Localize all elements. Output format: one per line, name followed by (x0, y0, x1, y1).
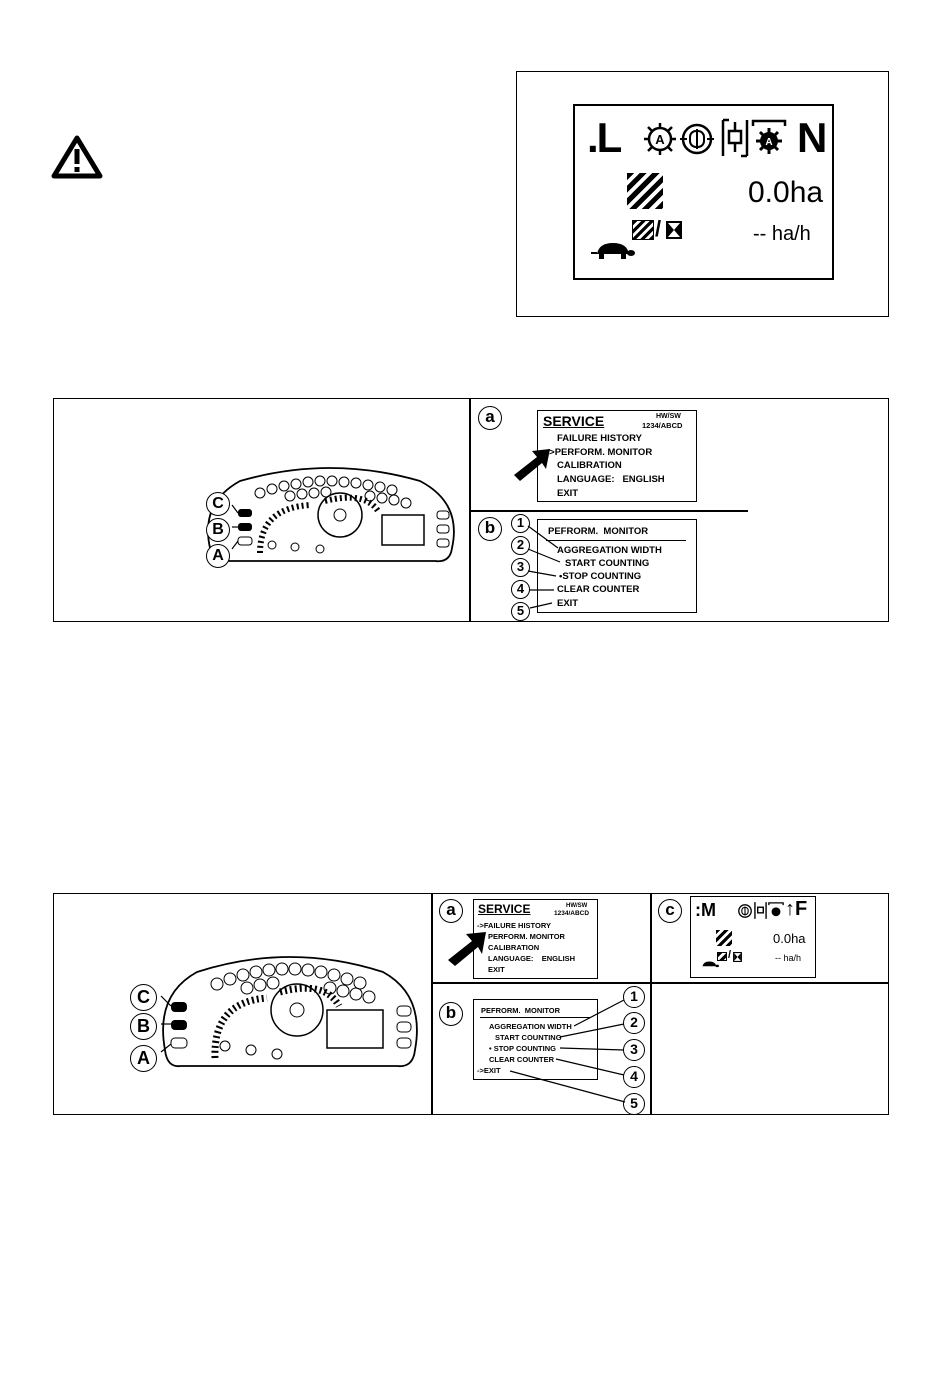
callout-leaders-2 (509, 999, 626, 1103)
rate-value-2: -- ha/h (775, 953, 802, 963)
pto-icon (721, 118, 749, 158)
service-menu-screen: SERVICE HW/SW 1234/ABCD FAILURE HISTORY … (537, 410, 697, 502)
callout-4: 4 (511, 580, 530, 599)
menu-item-failure-history[interactable]: FAILURE HISTORY (557, 433, 642, 444)
pointer-arrow-icon-2 (448, 932, 486, 966)
service-title: SERVICE (543, 413, 605, 429)
auto-pto-icon: A (751, 119, 787, 154)
callout-1: 1 (511, 514, 530, 533)
perform-monitor-title: PEFRORM. MONITOR (548, 526, 649, 537)
button-callout-a-2: A (130, 1045, 157, 1072)
ratio-slash-2: / (728, 949, 732, 961)
menu-item-exit-2[interactable]: EXIT (488, 965, 505, 974)
ratio-slash: / (655, 216, 662, 241)
top-display-frame: .L A (516, 71, 889, 317)
perform-monitor-title-2: PEFRORM. MONITOR (481, 1006, 561, 1015)
callout-5-2: 5 (623, 1093, 645, 1115)
area-hatch-icon (627, 173, 663, 209)
button-callout-c-2: C (130, 984, 157, 1011)
button-callout-c: C (206, 492, 230, 516)
instrument-cluster-2 (160, 956, 418, 1068)
area-value: 0.0ha (748, 176, 824, 209)
callout-2-2: 2 (623, 1012, 645, 1034)
width-ratio-icon (666, 221, 682, 239)
panel1-divider (469, 399, 471, 621)
panel1-hdivider (470, 510, 748, 512)
perform-monitor-screen-2: PEFRORM. MONITOR AGGREGATION WIDTH START… (473, 999, 598, 1080)
auto-pto-icon-2 (768, 902, 784, 917)
panel1-frame (53, 398, 889, 622)
screen-tag-c: c (658, 899, 682, 923)
title-underline-2 (480, 1017, 590, 1018)
work-counter-screen: :M ↑F 0.0ha / -- ha/h (690, 896, 816, 978)
axle-lock-icon (680, 123, 714, 155)
callout-3-2: 3 (623, 1039, 645, 1061)
item-start-counting-2[interactable]: START COUNTING (495, 1033, 562, 1042)
menu-item-perform-monitor-2[interactable]: PERFORM. MONITOR (488, 932, 565, 941)
panel2-divider-1 (431, 894, 433, 1114)
button-callout-b: B (206, 518, 230, 542)
svg-text:A: A (765, 137, 772, 148)
title-underline (546, 540, 686, 541)
callout-2: 2 (511, 536, 530, 555)
range-left-indicator-2: :M (695, 900, 716, 920)
callout-4-2: 4 (623, 1066, 645, 1088)
menu-item-failure-history-2[interactable]: ->FAILURE HISTORY (477, 921, 551, 930)
item-stop-counting-2[interactable]: • STOP COUNTING (489, 1044, 556, 1053)
service-title-2: SERVICE (478, 902, 531, 916)
menu-item-exit[interactable]: EXIT (557, 488, 579, 499)
auto-steer-icon: A (644, 123, 676, 155)
perform-monitor-screen: PEFRORM. MONITOR AGGREGATION WIDTH START… (537, 519, 697, 613)
screen-tag-b: b (478, 517, 502, 541)
width-hatch-icon (632, 220, 654, 240)
menu-item-calibration[interactable]: CALIBRATION (557, 460, 622, 471)
item-exit-2[interactable]: ->EXIT (477, 1066, 501, 1075)
screen-tag-a: a (478, 406, 502, 430)
menu-item-calibration-2[interactable]: CALIBRATION (488, 943, 540, 952)
callout-5: 5 (511, 602, 530, 621)
item-aggregation-width[interactable]: AGGREGATION WIDTH (557, 545, 662, 556)
callout-1-2: 1 (623, 986, 645, 1008)
menu-item-language[interactable]: LANGUAGE: ENGLISH (557, 474, 665, 485)
hw-sw-value: 1234/ABCD (642, 421, 683, 430)
screen-tag-a-2: a (439, 899, 463, 923)
service-menu-screen-2: SERVICE HW/SW 1234/ABCD ->FAILURE HISTOR… (473, 899, 598, 979)
item-aggregation-width-2[interactable]: AGGREGATION WIDTH (489, 1022, 572, 1031)
hw-sw-label-2: HW/SW (566, 903, 588, 909)
top-lcd-screen: .L A (573, 104, 834, 280)
button-callout-a: A (206, 544, 230, 568)
button-callout-b-2: B (130, 1013, 157, 1040)
panel2-frame (53, 893, 889, 1115)
item-clear-counter-2[interactable]: CLEAR COUNTER (489, 1055, 554, 1064)
range-right-indicator-2: ↑F (785, 898, 808, 920)
panel2-divider-2 (650, 894, 652, 1114)
area-hatch-icon-2 (716, 930, 732, 946)
svg-text:A: A (655, 132, 665, 147)
callout-3: 3 (511, 558, 530, 577)
width-ratio-icon-2 (733, 952, 742, 962)
hw-sw-value-2: 1234/ABCD (554, 910, 590, 917)
callout-leaders-1 (527, 525, 561, 609)
item-clear-counter[interactable]: CLEAR COUNTER (557, 584, 640, 595)
instrument-cluster-1 (207, 467, 455, 563)
hw-sw-label: HW/SW (656, 413, 681, 420)
panel2-hdivider (432, 982, 888, 984)
width-hatch-icon-2 (717, 952, 727, 961)
menu-item-perform-monitor[interactable]: ->PERFORM. MONITOR (546, 447, 653, 458)
area-value-2: 0.0ha (773, 931, 806, 946)
tortoise-icon (591, 243, 635, 259)
axle-lock-icon-2 (738, 904, 752, 918)
pointer-arrow-icon (514, 449, 550, 481)
pto-icon-2 (754, 902, 767, 919)
screen-tag-b-2: b (439, 1002, 463, 1026)
warning-triangle-icon (51, 135, 103, 179)
tortoise-icon-2 (702, 961, 719, 968)
menu-item-language-2[interactable]: LANGUAGE: ENGLISH (488, 954, 576, 963)
rate-value: -- ha/h (753, 223, 811, 245)
range-left-indicator: .L (587, 114, 622, 161)
item-stop-counting[interactable]: •STOP COUNTING (559, 571, 642, 582)
item-start-counting[interactable]: START COUNTING (565, 558, 650, 569)
range-right-indicator: N (797, 114, 828, 161)
item-exit[interactable]: EXIT (557, 598, 579, 609)
